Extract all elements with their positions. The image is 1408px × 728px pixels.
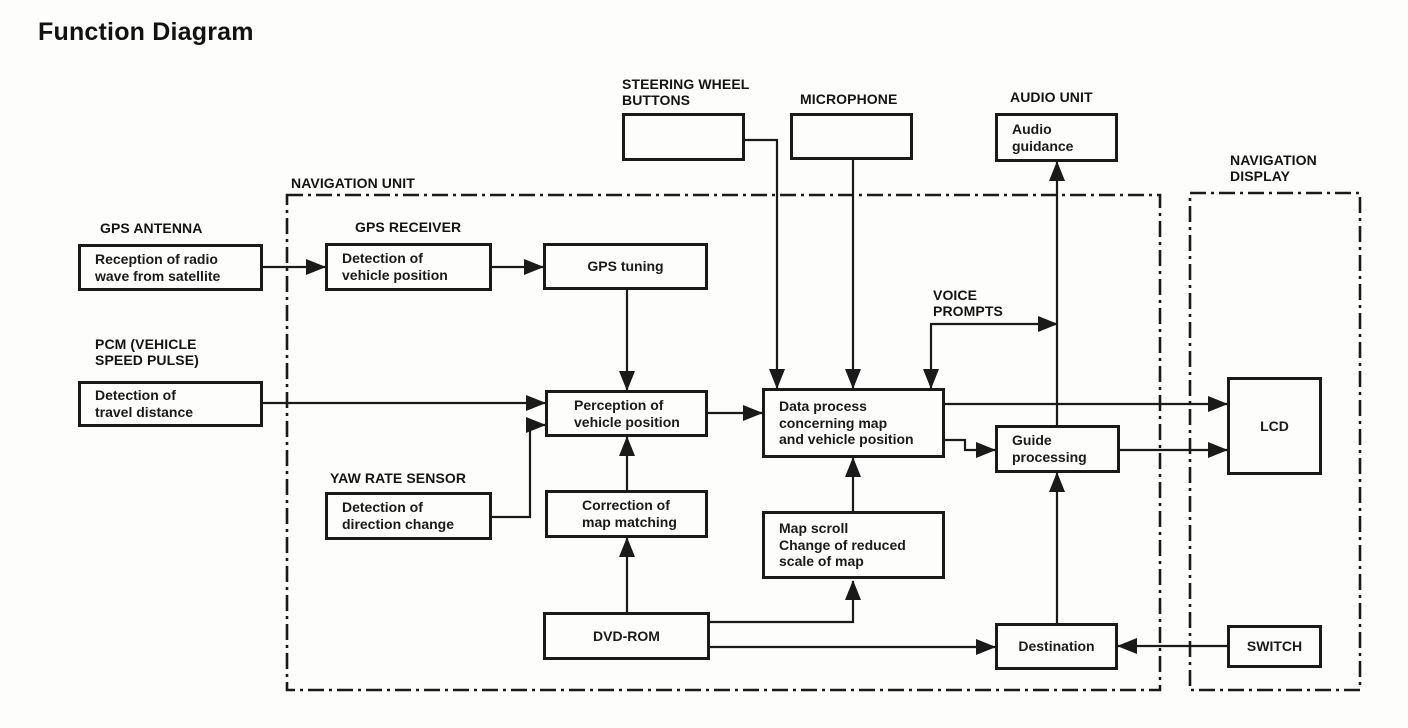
navigation-display-label: NAVIGATION DISPLAY [1230,152,1317,184]
gps-tuning-box-text: GPS tuning [587,258,664,275]
steering-wheel-box [622,113,745,161]
voice-prompts-label: VOICE PROMPTS [933,287,1003,319]
destination-box: Destination [995,623,1118,670]
gps-antenna-label: GPS ANTENNA [100,220,203,236]
destination-box-text: Destination [1018,638,1095,655]
guide-processing-box: Guide processing [995,425,1120,473]
microphone-label: MICROPHONE [800,91,898,107]
gps-antenna-box-text: Reception of radio wave from satellite [95,250,221,284]
page-title: Function Diagram [38,18,254,46]
steering-wheel-buttons-label: STEERING WHEEL BUTTONS [622,76,750,108]
lcd-box: LCD [1227,377,1322,475]
wire-yaw-perception [492,417,546,519]
yaw-rate-box-text: Detection of direction change [342,499,455,532]
microphone-box [790,113,913,160]
switch-box: SWITCH [1227,625,1322,668]
dvd-rom-box-text: DVD-ROM [593,627,660,644]
yaw-rate-sensor-label: YAW RATE SENSOR [330,470,467,486]
correction-box-text: Correction of map matching [582,497,677,530]
navigation-unit-label: NAVIGATION UNIT [291,175,415,191]
gps-receiver-box: Detection of vehicle position [325,243,492,291]
map-scroll-box: Map scroll Change of reduced scale of ma… [762,511,945,579]
gps-receiver-box-text: Detection of vehicle position [342,250,448,283]
audio-guidance-box-text: Audio guidance [1012,120,1074,154]
wire-dataprocess-guide [945,438,996,458]
switch-box-text: SWITCH [1246,638,1303,655]
gps-receiver-label: GPS RECEIVER [355,219,462,235]
data-process-box-text: Data process concerning map and vehicle … [779,398,914,448]
gps-antenna-box: Reception of radio wave from satellite [78,244,263,291]
navigation-unit-border [285,193,1162,692]
pcm-box: Detection of travel distance [78,381,263,427]
pcm-box-text: Detection of travel distance [95,387,194,420]
perception-box: Perception of vehicle position [545,390,708,437]
gps-tuning-box: GPS tuning [543,243,708,290]
pcm-label: PCM (VEHICLE SPEED PULSE) [95,336,199,368]
wire-steering-dataprocess [745,138,785,389]
data-process-box: Data process concerning map and vehicle … [762,388,945,458]
navigation-display-border [1188,191,1362,692]
lcd-box-text: LCD [1260,417,1289,434]
map-scroll-box-text: Map scroll Change of reduced scale of ma… [779,520,906,570]
yaw-rate-box: Detection of direction change [325,492,492,540]
correction-box: Correction of map matching [545,490,708,538]
audio-unit-label: AUDIO UNIT [1010,89,1093,105]
wire-dvd-mapscroll [710,580,861,624]
audio-guidance-box: Audio guidance [995,113,1118,162]
perception-box-text: Perception of vehicle position [574,396,680,430]
dvd-rom-box: DVD-ROM [543,612,710,660]
guide-processing-box-text: Guide processing [1012,432,1087,465]
